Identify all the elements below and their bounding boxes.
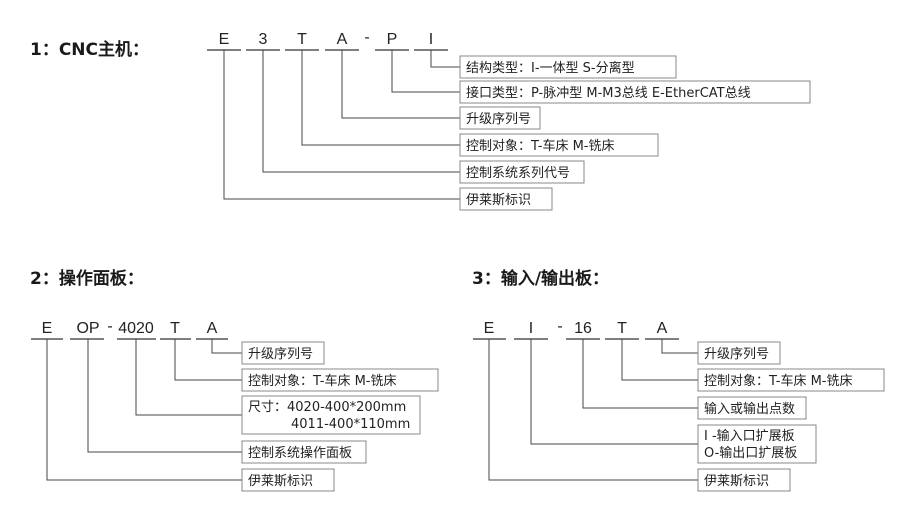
code-dash: - — [364, 29, 369, 46]
label-box — [241, 368, 439, 392]
connector — [582, 339, 698, 409]
label-box — [697, 341, 781, 365]
code-dash: - — [107, 318, 112, 335]
connector — [211, 339, 242, 354]
connector — [488, 339, 698, 481]
connector — [135, 339, 242, 416]
code-char: A — [657, 320, 668, 337]
label-structure-type: 结构类型：I-一体型 S-分离型 — [466, 60, 635, 76]
connector — [530, 339, 698, 445]
label-upgrade-serial: 升级序列号 — [466, 112, 531, 127]
label-io-points: 输入或输出点数 — [704, 401, 795, 417]
code-char: T — [170, 320, 180, 337]
connector — [46, 339, 242, 481]
code-char: A — [207, 320, 218, 337]
code-char: I — [529, 320, 533, 337]
connector — [301, 50, 460, 146]
label-brand-mark: 伊莱斯标识 — [466, 193, 531, 208]
label-operation-panel: 控制系统操作面板 — [248, 445, 352, 461]
code-char: T — [617, 320, 627, 337]
label-box — [459, 187, 553, 211]
code-dash: - — [557, 318, 562, 335]
label-size-line2: 4011-400*110mm — [291, 417, 410, 432]
code-char: I — [429, 31, 433, 48]
label-box — [459, 80, 811, 104]
connector — [341, 50, 460, 119]
section-title: 2：操作面板： — [30, 268, 144, 289]
code-char: A — [337, 31, 348, 48]
code-char: T — [297, 31, 307, 48]
connector — [661, 339, 698, 354]
label-box — [241, 341, 325, 365]
label-box — [697, 424, 817, 464]
code-char: OP — [76, 320, 99, 337]
label-upgrade-serial: 升级序列号 — [248, 347, 313, 362]
code-char: E — [484, 320, 495, 337]
label-control-object: 控制对象：T-车床 M-铣床 — [248, 373, 396, 389]
code-char: 4020 — [118, 320, 154, 337]
label-system-series: 控制系统系列代号 — [466, 166, 570, 181]
label-control-object: 控制对象：T-车床 M-铣床 — [704, 373, 852, 389]
label-box — [459, 160, 585, 184]
label-box — [459, 133, 659, 157]
connector — [174, 339, 242, 381]
label-box — [241, 395, 421, 435]
section-io-board: 3：输入/输出板： E I - 16 T A 升级序列号 控制对象：T-车床 M… — [472, 268, 885, 492]
connector — [87, 339, 242, 453]
label-box — [459, 106, 541, 130]
label-box — [697, 368, 885, 392]
section-title: 1：CNC主机： — [30, 39, 149, 60]
code-char: P — [387, 31, 398, 48]
code-char: 16 — [574, 320, 592, 337]
code-char: 3 — [259, 31, 268, 48]
label-box — [697, 468, 791, 492]
label-box — [241, 440, 367, 464]
connector — [223, 50, 460, 200]
label-box — [697, 396, 807, 420]
label-brand-mark: 伊莱斯标识 — [248, 474, 313, 489]
section-operation-panel: 2：操作面板： E OP - 4020 T A 升级序列号 控制对象：T-车床 … — [30, 268, 439, 492]
connector — [391, 50, 460, 93]
section-cnc-host: 1：CNC主机： E 3 T A - P I 结构类型：I-一体型 S-分离型 … — [30, 29, 811, 211]
label-box — [459, 55, 677, 79]
label-output-board: O-输出口扩展板 — [704, 445, 797, 461]
label-interface-type: 接口类型：P-脉冲型 M-M3总线 E-EtherCAT总线 — [466, 85, 751, 101]
connector — [262, 50, 460, 173]
code-char: E — [219, 31, 230, 48]
connector — [430, 50, 460, 68]
label-size-line1: 尺寸：4020-400*200mm — [248, 400, 406, 415]
code-char: E — [42, 320, 53, 337]
label-upgrade-serial: 升级序列号 — [704, 347, 769, 362]
label-box — [241, 468, 335, 492]
label-control-object: 控制对象：T-车床 M-铣床 — [466, 138, 614, 154]
section-title: 3：输入/输出板： — [472, 268, 609, 289]
label-brand-mark: 伊莱斯标识 — [704, 474, 769, 489]
label-input-board: I -输入口扩展板 — [704, 428, 795, 444]
connector — [621, 339, 698, 381]
